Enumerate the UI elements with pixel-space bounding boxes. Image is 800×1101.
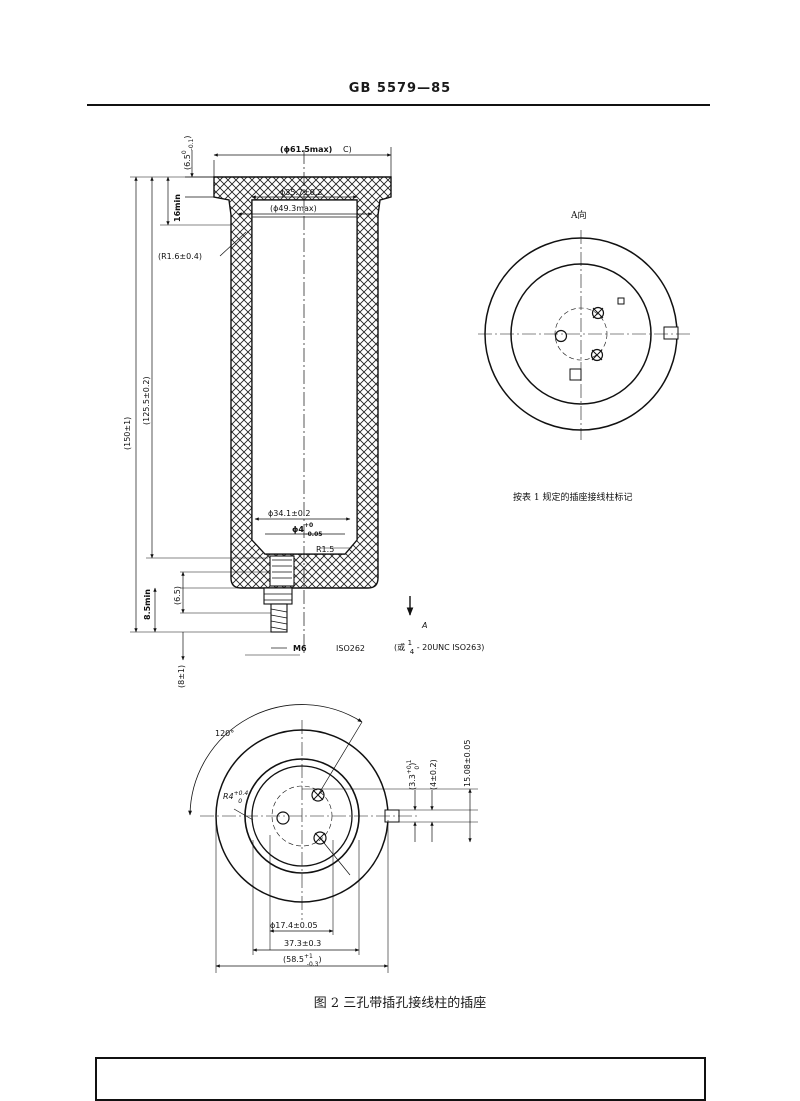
pin-hole xyxy=(554,329,568,343)
section-view: (ϕ61.5max) C) ϕ35.7±0.2 (ϕ49.3max) (6.50… xyxy=(123,135,484,688)
marker-large xyxy=(569,368,582,381)
dim-d373: 37.3±0.3 xyxy=(284,939,321,948)
pin-hole xyxy=(313,831,327,845)
dim-d4: ϕ4+0-0.05 xyxy=(292,522,322,538)
dim-thread-m6: M6 xyxy=(293,644,307,653)
dim-iso262: ISO262 xyxy=(336,644,365,653)
dim-h8: (8±1) xyxy=(177,665,186,688)
document-code: GB 5579—85 xyxy=(348,81,452,96)
dim-r16: (R1.6±0.4) xyxy=(158,252,202,261)
view-a: A向 按表 1 规定的插座接线柱标记 xyxy=(478,209,690,503)
header-rule xyxy=(87,104,710,106)
dim-d585: (58.5+1-0.3) xyxy=(283,953,322,968)
bottom-frame xyxy=(95,1057,706,1101)
dim-d357: ϕ35.7±0.2 xyxy=(280,188,323,197)
dim-w33: (3.3+0.10) xyxy=(406,759,421,790)
dim-angle: 120° xyxy=(215,729,234,738)
dim-h16: 16min xyxy=(173,194,182,222)
dim-d615: (ϕ61.5max) xyxy=(280,145,332,154)
dim-d493: (ϕ49.3max) xyxy=(270,204,317,213)
dim-r15: R1.5 xyxy=(316,545,334,554)
figure-caption: 图 2 三孔带插孔接线柱的插座 xyxy=(313,996,487,1011)
dim-alt-thread: (或 1 4 - 20UNC ISO263) xyxy=(394,638,484,656)
dim-h150: (150±1) xyxy=(123,417,132,450)
pin-hole xyxy=(591,306,605,320)
dim-d174: ϕ17.4±0.05 xyxy=(270,921,318,930)
dim-d615-mark: C) xyxy=(343,145,352,154)
view-a-title: A向 xyxy=(570,209,587,221)
terminal-marking-note: 按表 1 规定的插座接线柱标记 xyxy=(513,491,632,503)
terminal-nut xyxy=(263,587,293,605)
inner-cavity-outline xyxy=(251,199,358,555)
key-notch xyxy=(663,326,679,340)
dim-h65: (6.5) xyxy=(173,586,182,605)
dim-w4: (4±0.2) xyxy=(429,759,438,790)
dim-w1508: 15.08±0.05 xyxy=(463,740,472,787)
marker-small xyxy=(617,297,625,305)
dim-tol65: (6.50-0.1) xyxy=(181,135,195,170)
dim-h1255: (125.5±0.2) xyxy=(142,376,151,425)
terminal-insert xyxy=(269,555,295,587)
angle-120-arc xyxy=(188,704,363,816)
dim-h85: 8.5min xyxy=(143,589,152,620)
pin-hole xyxy=(590,348,604,362)
dim-d341: ϕ34.1±0.2 xyxy=(268,509,311,518)
pin-hole xyxy=(276,811,290,825)
view-arrow-label: A xyxy=(421,621,427,630)
